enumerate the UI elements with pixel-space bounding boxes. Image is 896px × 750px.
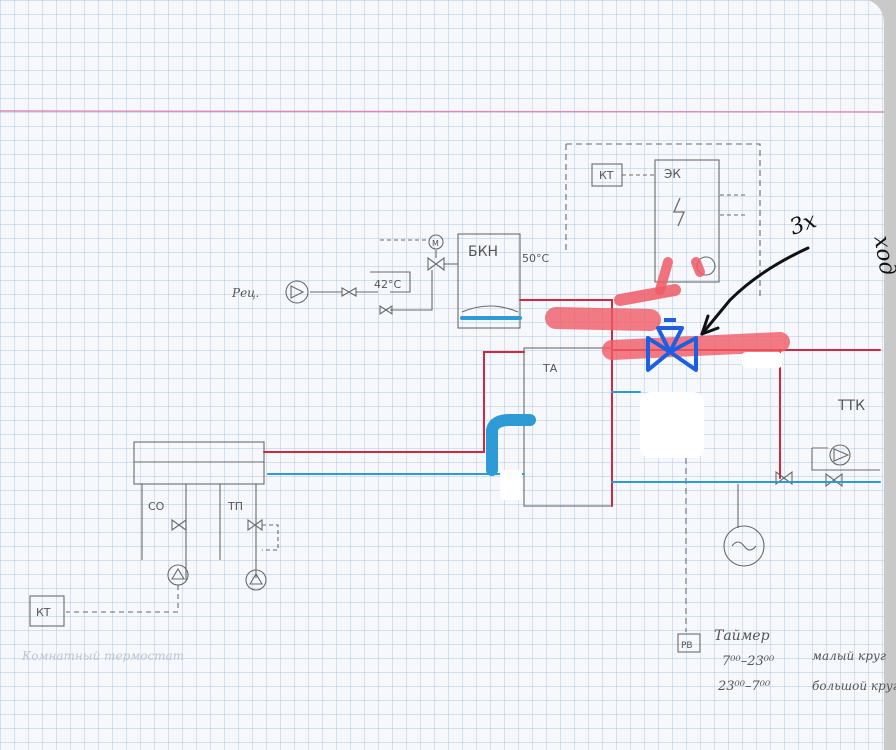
- ttk-valve-1-icon: [775, 470, 793, 486]
- motor-label: М: [432, 239, 439, 248]
- recirc-label: Рец.: [231, 286, 259, 300]
- tp-valve-icon: [247, 518, 263, 532]
- bkn-tank: [457, 233, 521, 329]
- electric-boiler: [654, 159, 720, 283]
- co-valve-icon: [171, 518, 187, 532]
- tp-pump-icon: [245, 569, 267, 591]
- rv-label: РВ: [681, 641, 693, 651]
- timer-relay-box: [677, 633, 701, 653]
- motor-icon: [428, 234, 444, 250]
- ek-label: ЭК: [664, 167, 681, 181]
- small-loop-label: малый круг: [812, 649, 886, 663]
- temp-50-label: 50°С: [522, 252, 549, 265]
- bkn-label: БКН: [468, 244, 498, 260]
- ttk-pump-icon: [829, 444, 851, 466]
- schedule-night: 23⁰⁰–7⁰⁰: [717, 679, 771, 694]
- expansion-tank-icon: [723, 525, 765, 567]
- margin-line: [0, 110, 885, 113]
- recirc-valve-icon: [341, 287, 357, 297]
- big-loop-label: большой круг: [812, 679, 896, 693]
- co-label: СО: [148, 500, 165, 513]
- recirc-pump-icon: [285, 280, 309, 304]
- ttk-label: ТТК: [837, 398, 865, 414]
- ta-label: ТА: [542, 362, 558, 375]
- manifold-group: [29, 441, 279, 627]
- manifold: [133, 441, 265, 485]
- timer-label: Таймер: [714, 628, 770, 644]
- mixing-valve-icon: [427, 256, 445, 272]
- faded-note: Комнатный термостат: [21, 649, 184, 663]
- kt-top-label: КТ: [599, 169, 614, 182]
- temp-42-label: 42°С: [374, 278, 401, 291]
- check-valve-icon: [379, 304, 393, 316]
- lightning-icon: [673, 197, 685, 227]
- correction-blotches: [500, 352, 782, 500]
- bkn-tank-group: [285, 233, 521, 329]
- marker-annotation: [700, 246, 810, 336]
- schedule-day: 7⁰⁰–23⁰⁰: [722, 654, 775, 669]
- tp-label: ТП: [227, 500, 243, 513]
- thermostat-bottom-box: [29, 595, 65, 627]
- three-way-valve-icon: [646, 318, 698, 372]
- kt-bottom-label: КТ: [36, 606, 51, 619]
